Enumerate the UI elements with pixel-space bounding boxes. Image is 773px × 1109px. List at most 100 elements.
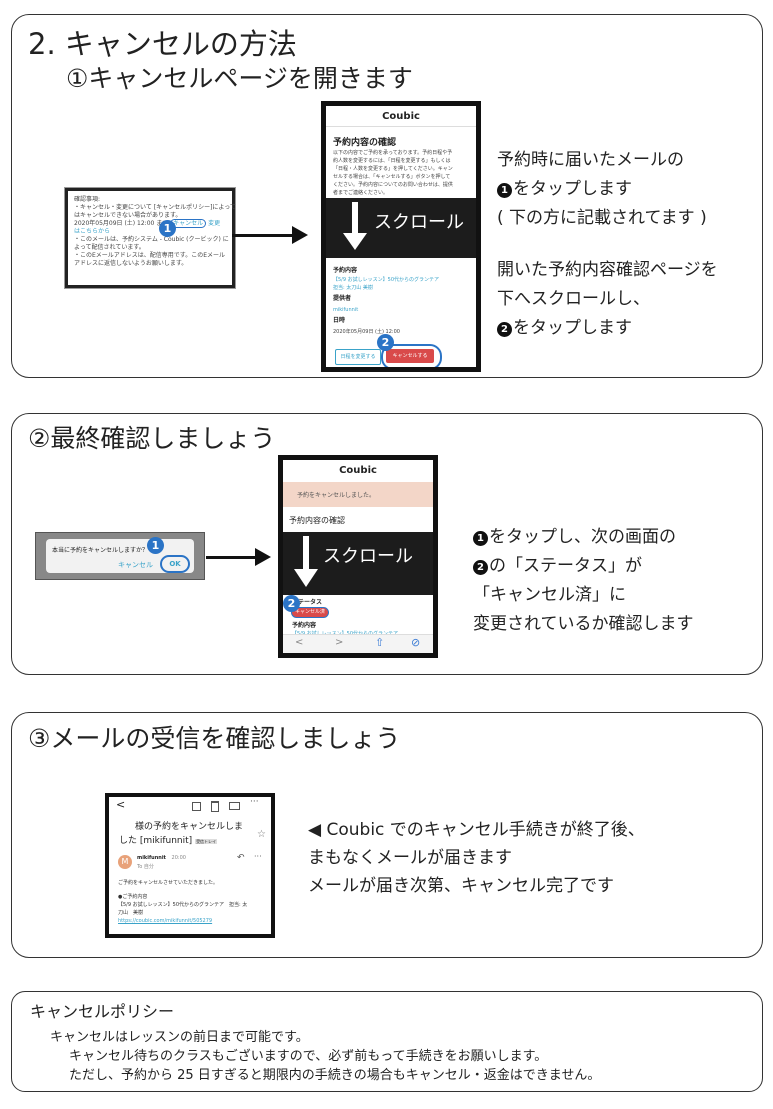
email-line: ・このEメールアドレスは、配信専用です。このEメール: [74, 252, 225, 259]
confirm-dialog: 本当に予約をキャンセルしますか？ キャンセル OK 1: [35, 532, 205, 580]
phone-body-line: 以下の内容でご予約を承っております。予約日程や予: [333, 150, 453, 156]
email-snippet: 確認事項: ・キャンセル・変更について [キャンセルポリシー]によって はキャン…: [65, 188, 236, 288]
trash-icon[interactable]: [211, 801, 219, 812]
mail-link[interactable]: https://coubic.com/mikifunnit/505279: [118, 918, 213, 924]
right-arrow-head: [292, 226, 308, 244]
star-icon[interactable]: ☆: [257, 829, 266, 840]
dialog-ok-button[interactable]: OK: [160, 555, 190, 573]
status-badge: キャンセル済: [291, 607, 330, 618]
step3-panel: ③メールの受信を確認しましょう < ··· 様の予約をキャンセルしま した [m…: [11, 712, 763, 958]
policy-title: キャンセルポリシー: [30, 1002, 175, 1021]
email-line: よって配信されています。: [74, 244, 145, 251]
desc-line: メールが届き次第、キャンセル完了です: [308, 876, 614, 896]
mail-icon[interactable]: [229, 802, 240, 810]
email-line: 2020年05月09日 (土) 12:00 まで: [74, 220, 169, 227]
mail-subject-2: した [mikifunnit]: [119, 836, 193, 846]
reply-icon[interactable]: ↶: [237, 853, 245, 863]
step3-title: ③メールの受信を確認しましょう: [28, 724, 401, 753]
mark-2: 2: [497, 322, 512, 337]
more-icon[interactable]: ···: [254, 852, 262, 861]
archive-icon[interactable]: [192, 802, 201, 811]
email-change-link[interactable]: 変更: [208, 220, 221, 227]
desc-line: 変更されているか確認します: [473, 614, 694, 634]
policy-line: ただし、予約から 25 日すぎると期限内の手続きの場合もキャンセル・返金はできま…: [69, 1068, 601, 1083]
badge-1: 1: [159, 220, 176, 237]
label-content: 予約内容: [333, 267, 358, 274]
mail-subject-1: 様の予約をキャンセルしま: [135, 822, 244, 832]
forward-nav-icon[interactable]: >: [335, 637, 344, 648]
scroll-band: スクロール: [283, 532, 433, 595]
scroll-label: スクロール: [374, 212, 464, 233]
desc-line: 下へスクロールし、: [497, 289, 650, 309]
mail-screenshot: < ··· 様の予約をキャンセルしま した [mikifunnit] 受信トレイ…: [105, 793, 275, 938]
dialog-message: 本当に予約をキャンセルしますか？: [52, 547, 149, 554]
provider-value: mikifunnit: [333, 307, 359, 313]
email-line: はキャンセルできない場合があります。: [74, 212, 182, 219]
scroll-label: スクロール: [323, 546, 413, 567]
content-value: 【5/9 お試しレッスン】50代からのグランテア: [333, 277, 440, 283]
desc-line: 開いた予約内容確認ページを: [497, 260, 718, 280]
phone-screen-1: Coubic 予約内容の確認 以下の内容でご予約を承っております。予約日程や予 …: [321, 101, 481, 372]
step1-subtitle: ①キャンセルページを開きます: [66, 64, 413, 93]
phone-body-line: ください。予約内容についてのお問い合わせは、提供: [333, 182, 453, 188]
compass-icon[interactable]: ⊘: [411, 636, 421, 649]
email-line: 確認事項:: [74, 196, 101, 203]
mail-body: ご予約をキャンセルさせていただきました。 ●ご予約内容 【5/9 お試しレッスン…: [118, 880, 248, 924]
coubic-logo: Coubic: [382, 111, 420, 122]
email-line: ・このメールは、予約システム - Coubic (クービック) に: [74, 236, 229, 243]
phone-body-line: セルする場合は、「キャンセルする」ボタンを押して: [333, 174, 451, 180]
label-content: 予約内容: [292, 622, 317, 629]
phone-body-line: 者までご連絡ください。: [333, 190, 389, 196]
phone-screen-2: Coubic 予約をキャンセルしました。 予約内容の確認 スクロール ステータス…: [278, 455, 438, 658]
scroll-band: スクロール: [326, 198, 476, 258]
desc-line: ( 下の方に記載されてます ): [497, 208, 707, 228]
phone-body-line: 「日程・人数を変更する」を押してください。キャン: [333, 166, 453, 172]
back-icon[interactable]: <: [116, 798, 126, 811]
avatar: M: [118, 855, 132, 869]
phone-body-line: 約人数を変更するには、「日程を変更する」もしくは: [333, 158, 451, 164]
share-icon[interactable]: ⇧: [375, 636, 385, 649]
email-line: アドレスに返信しないようお願いします。: [74, 260, 188, 267]
dialog-cancel-button[interactable]: キャンセル: [118, 561, 153, 569]
desc-line: の「ステータス」が: [489, 556, 642, 576]
back-nav-icon[interactable]: <: [295, 637, 304, 648]
cancel-highlight: [381, 344, 442, 367]
sender-name: mikifunnit: [137, 855, 166, 861]
desc-line: まもなくメールが届きます: [308, 848, 512, 868]
scroll-arrow: [303, 536, 309, 570]
desc-line: 予約時に届いたメールの: [497, 150, 684, 170]
mark-1: 1: [497, 183, 512, 198]
label-provider: 提供者: [333, 295, 352, 302]
more-icon[interactable]: ···: [250, 797, 259, 807]
step1-panel: 2. キャンセルの方法 ①キャンセルページを開きます 確認事項: ・キャンセル・…: [11, 14, 763, 378]
desc-line: をタップし、次の画面の: [489, 527, 676, 547]
mark-1: 1: [473, 531, 488, 546]
phone-heading: 予約内容の確認: [333, 138, 397, 148]
cancel-button[interactable]: キャンセルする: [386, 349, 434, 363]
coubic-logo: Coubic: [339, 465, 377, 476]
desc-line: をタップします: [513, 318, 632, 338]
step1-title: 2. キャンセルの方法: [28, 27, 297, 61]
email-line: はこちらから: [74, 228, 111, 235]
mail-time: 20:00: [171, 855, 186, 861]
badge-2: 2: [377, 334, 394, 351]
phone-heading: 予約内容の確認: [289, 516, 345, 525]
datetime-value: 2020年05月09日 (土) 12:00: [333, 329, 400, 335]
step3-description: ◀ Coubic でのキャンセル手続きが終了後、 まもなくメールが届きます メー…: [308, 816, 645, 900]
mail-to: To 自分: [137, 864, 154, 870]
step2-panel: ②最終確認しましょう 本当に予約をキャンセルしますか？ キャンセル OK 1 C…: [11, 413, 763, 675]
desc-line: ◀ Coubic でのキャンセル手続きが終了後、: [308, 820, 645, 840]
scroll-arrow-head: [294, 569, 318, 587]
browser-toolbar: < > ⇧ ⊘: [283, 634, 433, 653]
change-date-button[interactable]: 日程を変更する: [335, 349, 381, 365]
desc-line: をタップします: [513, 179, 632, 199]
content-value2: 担当: 太刀山 美樹: [333, 285, 373, 291]
right-arrow: [206, 556, 257, 559]
desc-line: 「キャンセル済」に: [473, 585, 626, 605]
policy-panel: キャンセルポリシー キャンセルはレッスンの前日まで可能です。 キャンセル待ちのク…: [11, 991, 763, 1092]
cancel-notice: 予約をキャンセルしました。: [283, 482, 433, 507]
badge-2: 2: [283, 595, 300, 612]
email-cancel-link[interactable]: キャンセル: [170, 219, 207, 228]
